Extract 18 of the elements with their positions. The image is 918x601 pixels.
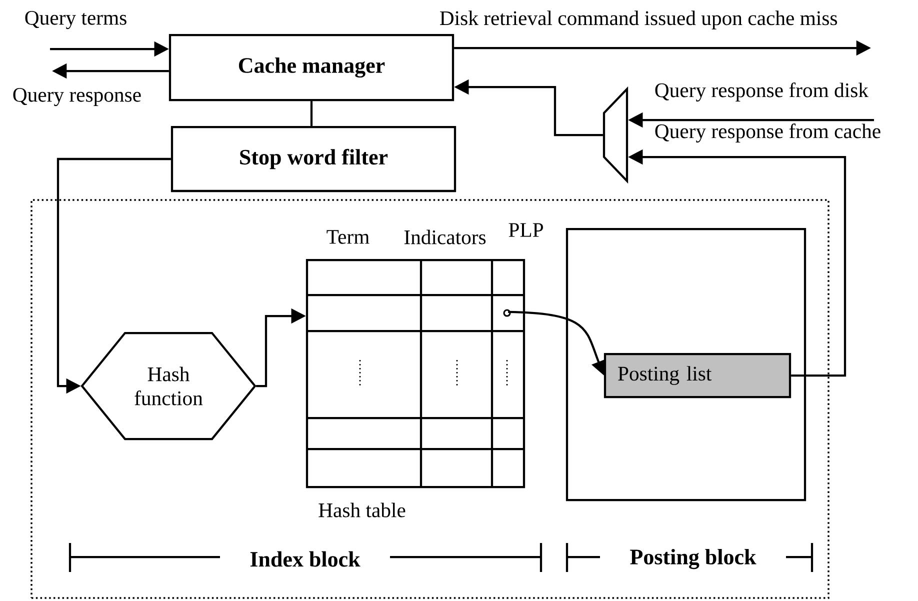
column-header: Term [326, 230, 370, 244]
block-box [566, 228, 806, 502]
dotted-frame [30, 199, 830, 599]
process-box: Cache manager [168, 34, 454, 102]
process-box: Stop word filter [170, 126, 456, 192]
block-label: Posting block [630, 548, 756, 570]
hexagon: Hash function [80, 332, 256, 440]
edge-label: Query response from cache [655, 124, 880, 142]
edge-label: Query response from disk [655, 82, 868, 102]
multiplexer [602, 86, 628, 184]
edge-label: Query terms [25, 10, 126, 30]
posting-list: Posting list [604, 352, 792, 398]
column-header: PLP [508, 223, 543, 237]
table-caption: Hash table [318, 502, 406, 518]
edge-label: Disk retrieval command issued upon cache miss [440, 10, 837, 30]
column-header: Indicators [404, 230, 486, 244]
edge-label: Query response [13, 88, 141, 106]
block-label: Index block [250, 551, 360, 567]
